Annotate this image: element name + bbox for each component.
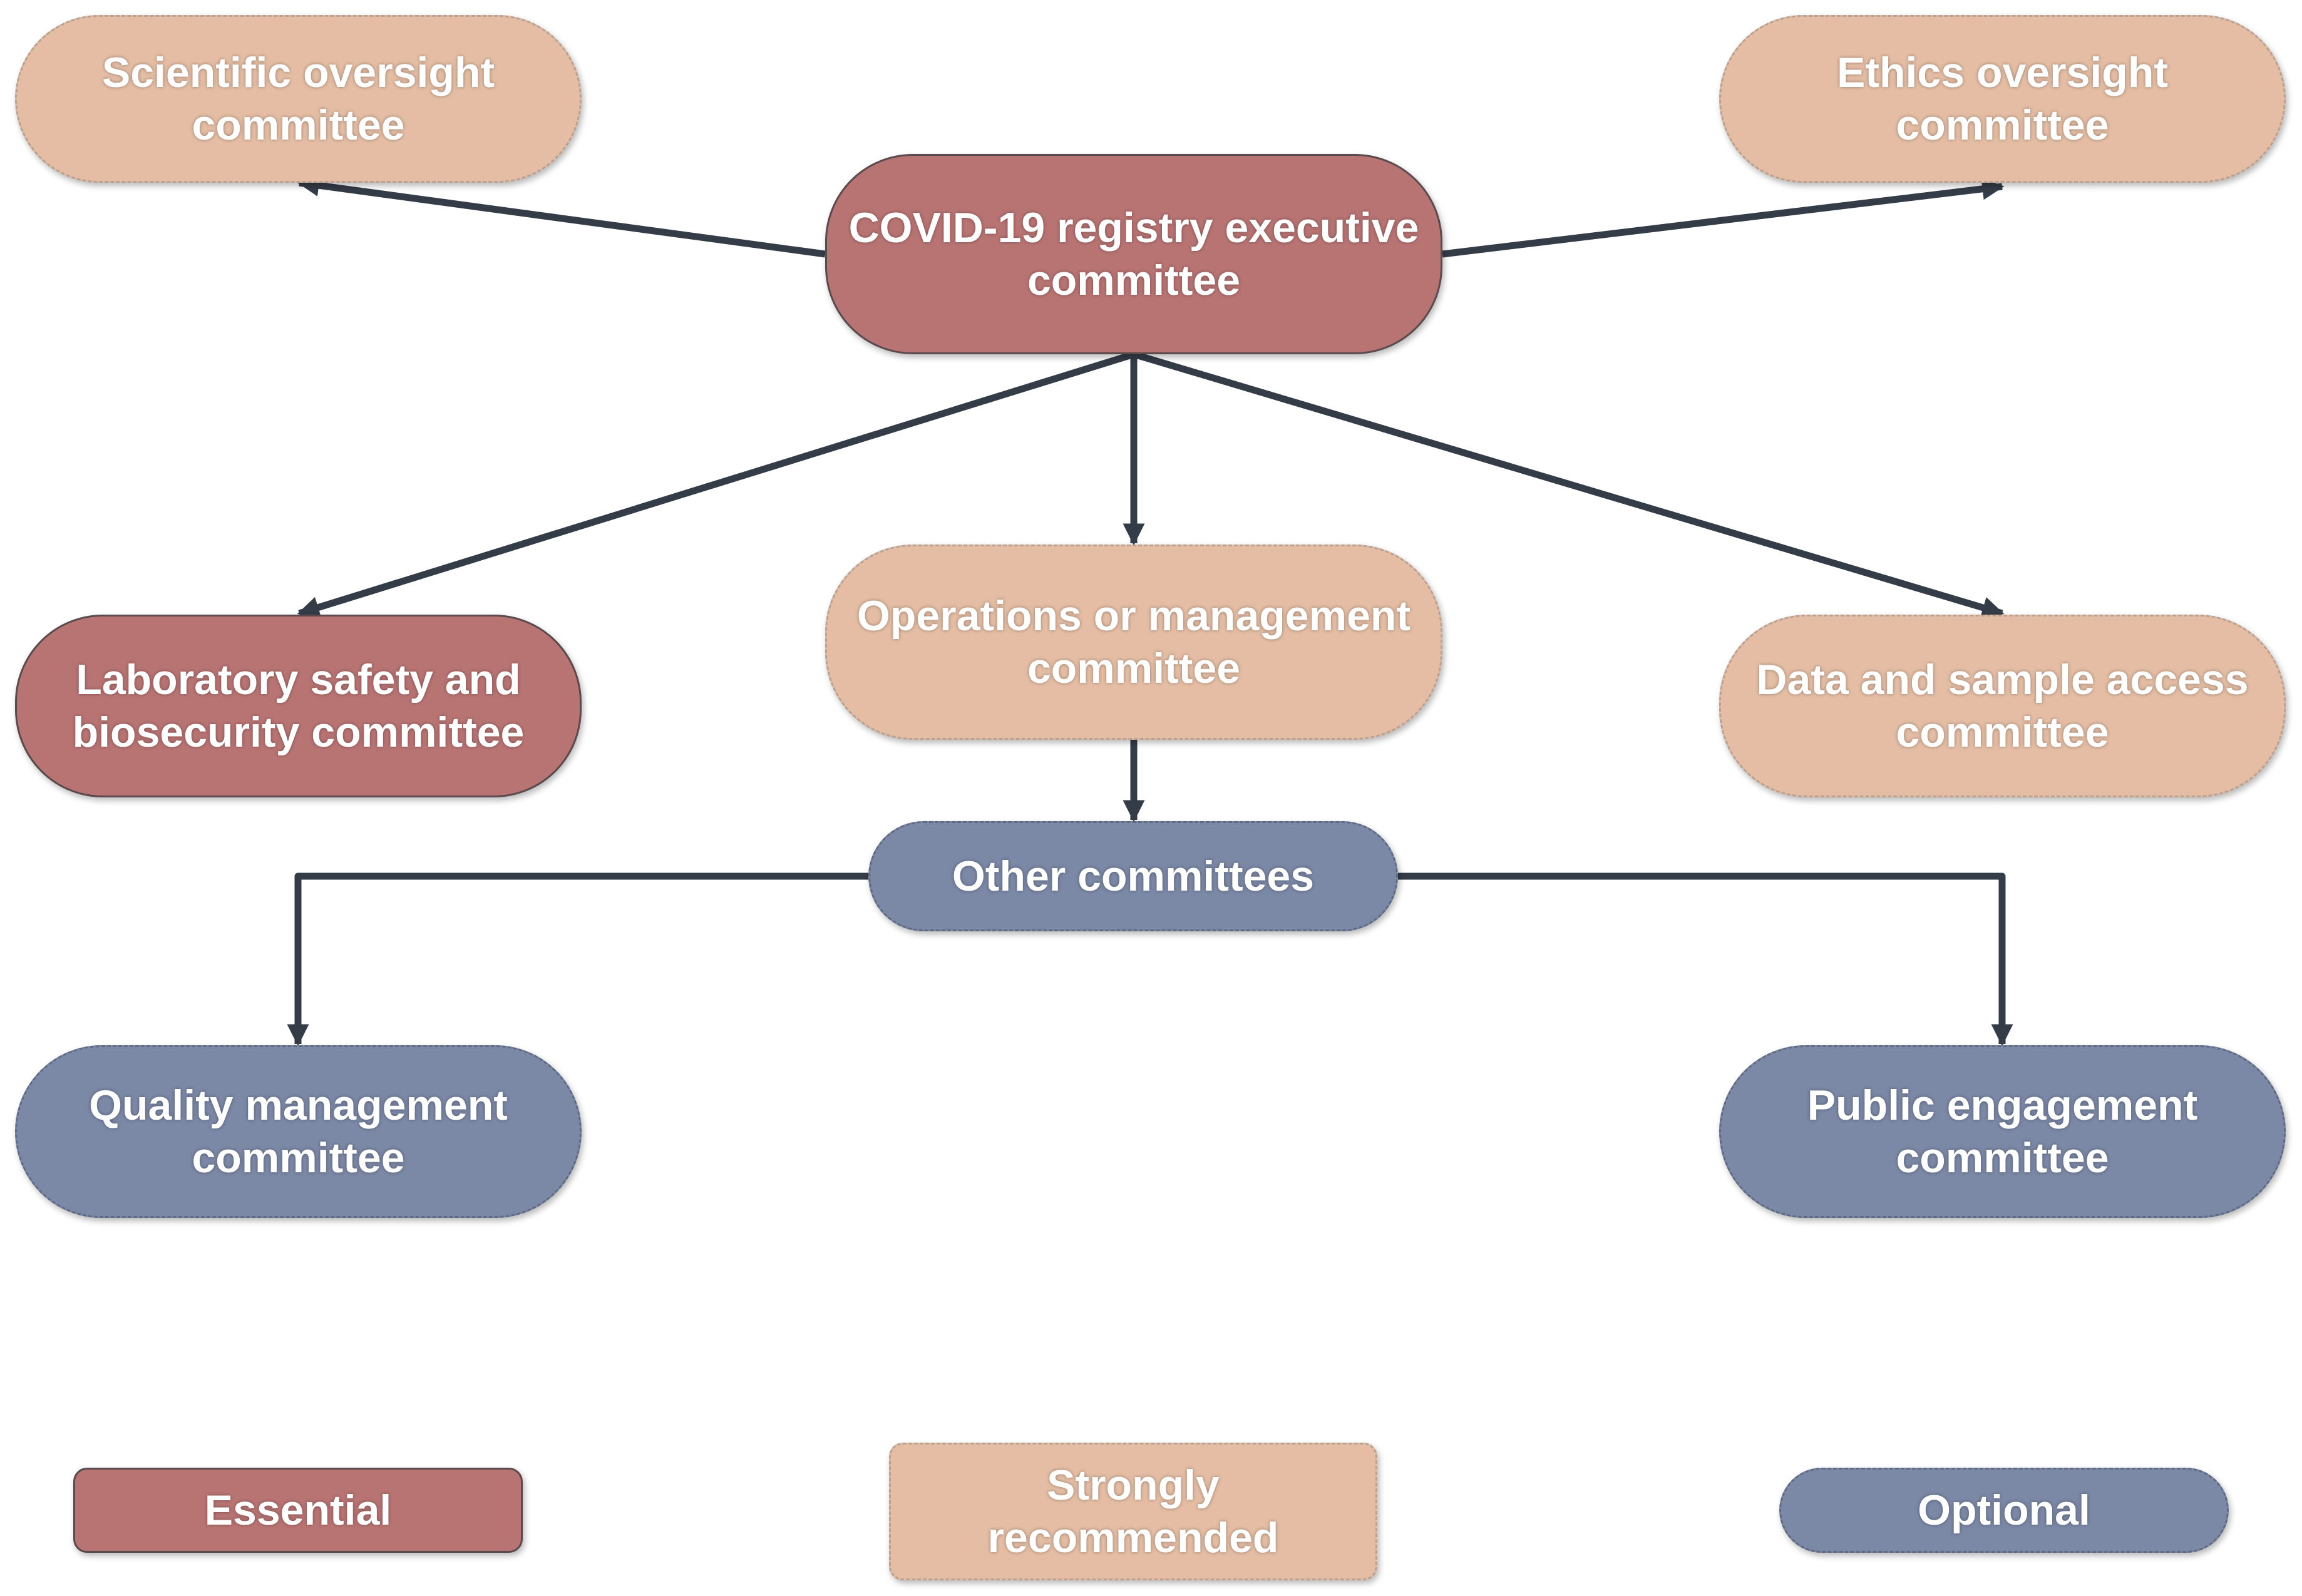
arrow-other-to-quality: [287, 872, 868, 1046]
ethics-oversight-committee-node: Ethics oversight committee: [1719, 15, 2286, 183]
public-engagement-committee-node: Public engagement committee: [1719, 1045, 2286, 1218]
legend-optional: Optional: [1779, 1468, 2229, 1553]
node-label-line: Scientific oversight: [101, 49, 495, 96]
arrow-executive-to-ethics: [1442, 178, 2005, 258]
node-label-line: COVID-19 registry executive: [848, 204, 1419, 252]
node-label-line: committee: [1896, 101, 2109, 149]
node-label-line: Other committees: [952, 852, 1315, 900]
other-committees-node: Other committees: [868, 821, 1398, 931]
node-label-line: Laboratory safety and: [76, 656, 521, 703]
legend-strongly-recommended: Strongly recommended: [889, 1443, 1377, 1580]
data-sample-access-committee-node: Data and sample access committee: [1719, 615, 2286, 797]
node-label-line: committee: [1896, 708, 2109, 756]
node-label-line: Data and sample access: [1756, 656, 2249, 703]
arrow-other-to-public: [1398, 872, 2013, 1046]
node-label-line: committee: [1896, 1134, 2109, 1182]
legend-label: recommended: [987, 1514, 1279, 1562]
node-label-line: Public engagement: [1807, 1082, 2198, 1129]
arrow-executive-to-data: [1133, 350, 2005, 618]
legend-label: Essential: [204, 1486, 392, 1534]
executive-committee-node: COVID-19 registry executive committee: [825, 154, 1442, 354]
node-label-line: Operations or management: [856, 592, 1411, 640]
laboratory-safety-committee-node: Laboratory safety and biosecurity committ…: [15, 615, 582, 797]
arrow-executive-to-scientific: [297, 174, 826, 258]
arrow-executive-to-lab: [297, 350, 1135, 618]
quality-management-committee-node: Quality management committee: [15, 1045, 582, 1218]
operations-committee-node: Operations or management committee: [825, 545, 1442, 740]
scientific-oversight-committee-node: Scientific oversight committee: [15, 15, 582, 183]
node-label-line: Quality management: [89, 1082, 508, 1129]
node-label-line: biosecurity committee: [72, 708, 525, 756]
node-label-line: committee: [192, 1134, 405, 1182]
legend-label: Strongly: [1047, 1461, 1220, 1509]
node-label-line: committee: [192, 101, 405, 149]
legend-label: Optional: [1918, 1486, 2090, 1534]
legend-essential: Essential: [73, 1468, 523, 1553]
node-label-line: Ethics oversight: [1836, 49, 2169, 96]
node-label-line: committee: [1027, 645, 1241, 692]
node-label-line: committee: [1027, 257, 1241, 304]
